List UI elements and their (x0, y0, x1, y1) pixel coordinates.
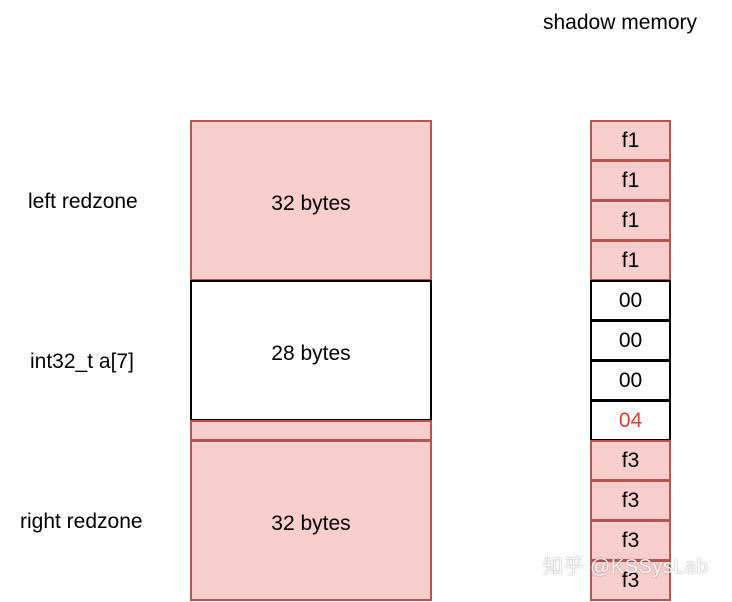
array-block: 28 bytes (190, 280, 432, 421)
array-size-label: 28 bytes (271, 342, 351, 365)
array-padding-block (190, 420, 432, 441)
shadow-cell-10: f3 (590, 520, 671, 561)
left-redzone-block: 32 bytes (190, 120, 432, 281)
left-redzone-size-label: 32 bytes (271, 192, 351, 215)
right-redzone-block: 32 bytes (190, 440, 432, 601)
array-label: int32_t a[7] (30, 350, 134, 373)
shadow-cell-6: 00 (590, 360, 671, 401)
shadow-cell-4: 00 (590, 280, 671, 321)
shadow-memory-title: shadow memory (543, 11, 698, 34)
right-redzone-size-label: 32 bytes (271, 512, 351, 535)
shadow-cell-3: f1 (590, 240, 671, 281)
shadow-cell-8: f3 (590, 440, 671, 481)
shadow-cell-5: 00 (590, 320, 671, 361)
shadow-cell-11: f3 (590, 560, 671, 601)
shadow-cell-7: 04 (590, 400, 671, 441)
left-redzone-label: left redzone (28, 190, 138, 213)
shadow-cell-1: f1 (590, 160, 671, 201)
shadow-cell-9: f3 (590, 480, 671, 521)
shadow-cell-0: f1 (590, 120, 671, 161)
right-redzone-label: right redzone (20, 510, 143, 533)
shadow-cell-2: f1 (590, 200, 671, 241)
